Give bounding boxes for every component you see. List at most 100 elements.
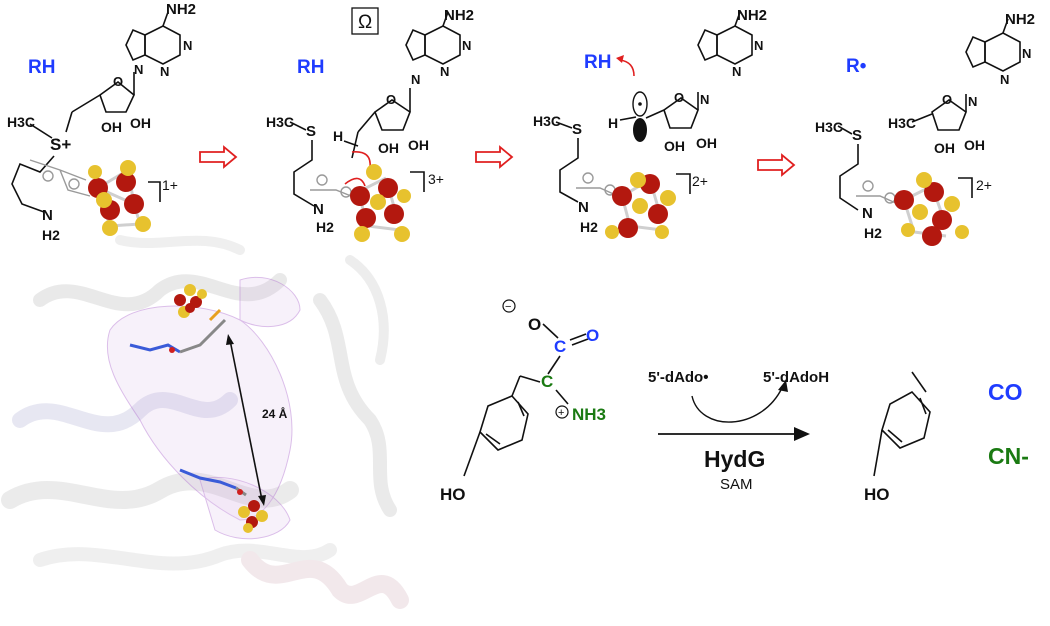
sulfur-atom — [96, 192, 112, 208]
iron-atom — [384, 204, 404, 224]
n-label: N — [1000, 72, 1009, 87]
ribose-ring: O OH OH — [357, 88, 429, 156]
oh-label: OH — [696, 135, 717, 151]
substrate-label-rh: RH — [584, 52, 611, 73]
methyl-label: H3C — [7, 114, 35, 130]
n-label: N — [732, 64, 741, 79]
n-label: N — [968, 94, 977, 109]
mechanism-step-3: RH NH2 N N N O OH OH H H3C S — [533, 7, 767, 239]
enzyme-label: HydG — [704, 446, 765, 472]
iron-atom — [116, 172, 136, 192]
oh-label: OH — [378, 140, 399, 156]
n-label: N — [440, 64, 449, 79]
ho-tyrosine-label: HO — [440, 485, 466, 504]
charge-label: 1+ — [162, 177, 178, 193]
red-arrow-1 — [199, 145, 238, 169]
hydg-reaction: − O C O C + NH3 HO 5'- — [440, 299, 1029, 504]
n-label: N — [183, 38, 192, 53]
sulfur-atom — [88, 165, 102, 179]
oh-label: OH — [934, 140, 955, 156]
adenine-ring: NH2 N N N — [965, 11, 1035, 109]
ligand-bottom — [179, 468, 247, 497]
n-label: N — [160, 64, 169, 79]
methyl-label: H3C — [266, 114, 294, 130]
nh2-label: NH2 — [1005, 11, 1035, 28]
mechanism-step-2: Ω RH NH2 N N N O OH OH H H3C S N H2 — [266, 7, 474, 242]
charge-label: 2+ — [692, 173, 708, 189]
minus-sign: − — [505, 301, 511, 313]
sulfur-atom — [916, 172, 932, 188]
p-orbital-radical: H — [608, 91, 648, 142]
mechanism-step-1: RH NH2 N N N O OH OH H3C S+ N H2 — [7, 1, 196, 243]
o-label: O — [113, 74, 123, 89]
adenine-ring: NH2 N N N — [405, 7, 474, 87]
sulfur-atom — [370, 194, 386, 210]
o-minus-label: O — [528, 315, 541, 334]
fe4s4-cluster — [605, 172, 676, 239]
red-arrow-2 — [475, 145, 514, 169]
omega-box — [351, 7, 379, 35]
iron-atom — [612, 186, 632, 206]
distance-arrow — [226, 334, 266, 506]
substrate-label-rh: RH — [297, 57, 324, 78]
methyl-label: H3C — [815, 119, 843, 135]
oh-label: OH — [664, 138, 685, 154]
o-carbonyl-label: O — [586, 326, 599, 345]
iron-atom — [894, 190, 914, 210]
n-amine-label: N — [42, 207, 53, 224]
amine-h2-label: H2 — [864, 225, 882, 241]
n-label: N — [462, 38, 471, 53]
ho-product-label: HO — [864, 485, 890, 504]
iron-atom — [356, 208, 376, 228]
c-carbonyl-label: C — [554, 337, 566, 356]
n-label: N — [754, 38, 763, 53]
oh-label: OH — [101, 119, 122, 135]
sulfur-atom — [901, 223, 915, 237]
sulfur-atom — [660, 190, 676, 206]
red-arrow-3 — [757, 153, 796, 177]
sulfur-atom — [632, 198, 648, 214]
cn-product-label: CN- — [988, 443, 1029, 469]
n-amine-label: N — [862, 205, 873, 222]
enzyme-cofactor-label: SAM — [720, 476, 753, 493]
sulfur-atom — [354, 226, 370, 242]
sulfur-atom — [944, 196, 960, 212]
distance-label: 24 Å — [262, 406, 288, 421]
sulfur-atom — [955, 225, 969, 239]
ribose-ring: O OH OH — [65, 72, 151, 135]
reaction-arrow — [658, 380, 810, 441]
n-label: N — [1022, 46, 1031, 61]
plus-sign: + — [558, 407, 564, 419]
sulfur-atom — [102, 220, 118, 236]
n-label: N — [700, 92, 709, 107]
iron-atom — [378, 178, 398, 198]
amine-h2-label: H2 — [580, 219, 598, 235]
sulfur-atom — [605, 225, 619, 239]
omega-symbol: Ω — [358, 12, 372, 33]
sulfur-atom — [630, 172, 646, 188]
cofactor-in-label: 5'-dAdo• — [648, 369, 708, 386]
n-amine-label: N — [313, 201, 324, 218]
o-label: O — [942, 92, 952, 107]
protein-cluster-top — [174, 284, 207, 318]
nh2-label: NH2 — [444, 7, 474, 24]
adenine-ring: NH2 N N N — [125, 1, 196, 79]
ribose-ring: O OH OH — [645, 90, 717, 154]
sulfur-atom — [394, 226, 410, 242]
sulfur-atom — [135, 216, 151, 232]
oh-label: OH — [964, 137, 985, 153]
nh2-label: NH2 — [166, 1, 196, 18]
sulfur-atom — [655, 225, 669, 239]
sulfur-atom — [912, 204, 928, 220]
iron-atom — [124, 194, 144, 214]
fe4s4-cluster — [88, 160, 151, 236]
substrate-label-r-radical: R• — [846, 56, 867, 77]
charge-label: 2+ — [976, 177, 992, 193]
n-label: N — [134, 62, 143, 77]
oh-label: OH — [408, 137, 429, 153]
mechanism-step-4: R• NH2 N N N O OH OH H3C H3C S N H2 — [815, 11, 1035, 246]
fe4s4-cluster — [894, 172, 969, 246]
co-product-label: CO — [988, 379, 1023, 405]
sulfur-atom — [120, 160, 136, 176]
